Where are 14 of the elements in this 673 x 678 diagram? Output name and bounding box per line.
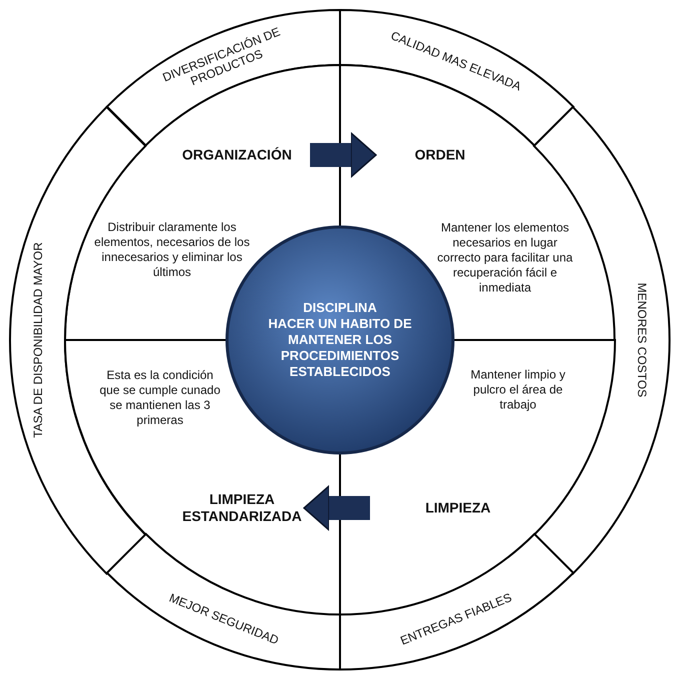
quadrant-heading: ORDEN [414, 146, 466, 164]
block-arrow [303, 485, 370, 531]
quadrant-description: Distribuir claramente los elementos, necesarios de los innecesarios y eliminar los últimos [93, 220, 251, 280]
segment-label: TASA DE DISPONIBILIDAD MAYOR [30, 241, 44, 440]
center-title: DISCIPLINA [303, 300, 377, 316]
segment-label: MENORES COSTOS [635, 282, 650, 400]
block-arrow [310, 132, 377, 178]
quadrant-description: Esta es la condición que se cumple cunado se mantienen las 3 primeras [98, 368, 222, 428]
center-description: HACER UN HABITO DE MANTENER LOS PROCEDIMIENTOS ESTABLECIDOS [267, 316, 413, 380]
quadrant-heading: ORGANIZACIÓN [181, 146, 293, 164]
quadrant-description: Mantener limpio y pulcro el área de trabajo [470, 368, 566, 412]
quadrant-heading: LIMPIEZA [424, 500, 492, 516]
quadrant-description: Mantener los elementos necesarios en lugar correcto para facilitar una recuperación fácil e inmediata [436, 220, 574, 296]
quadrant-heading: LIMPIEZA ESTANDARIZADA [181, 491, 303, 525]
